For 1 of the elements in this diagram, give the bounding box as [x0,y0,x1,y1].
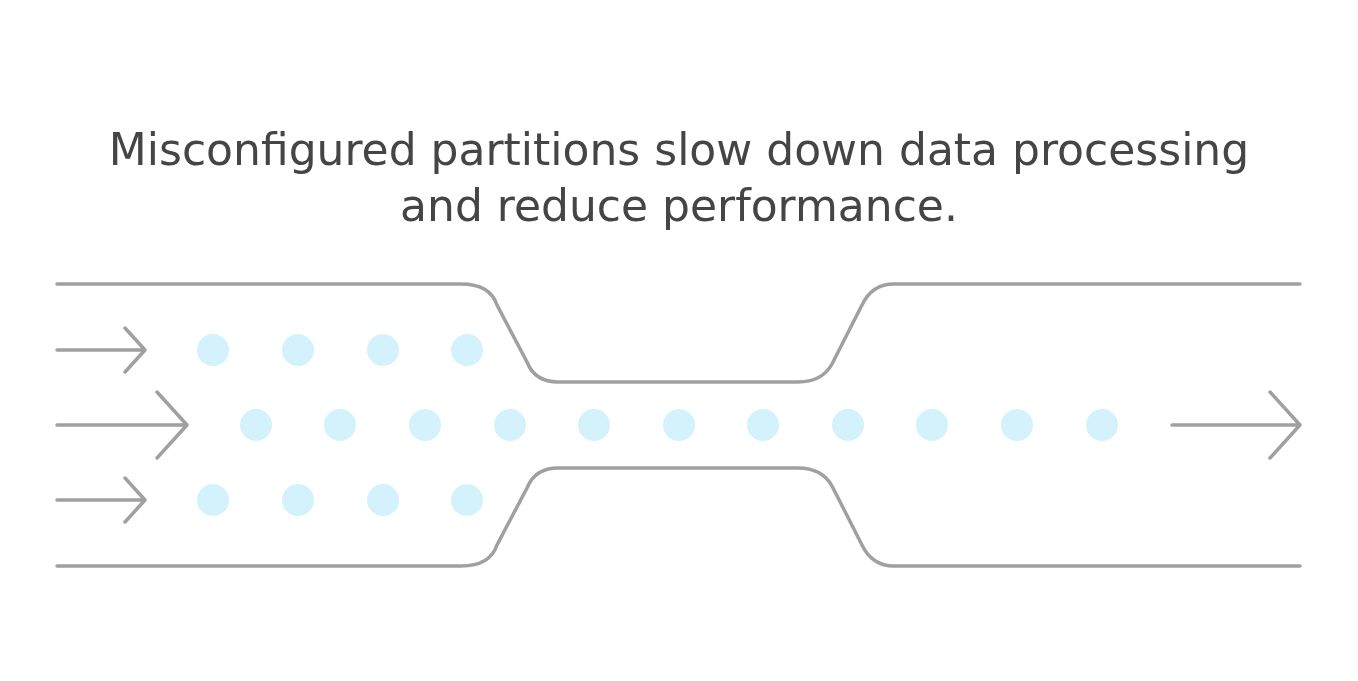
title: Misconfigured partitions slow down data processing and reduce performance. [107,123,1251,233]
